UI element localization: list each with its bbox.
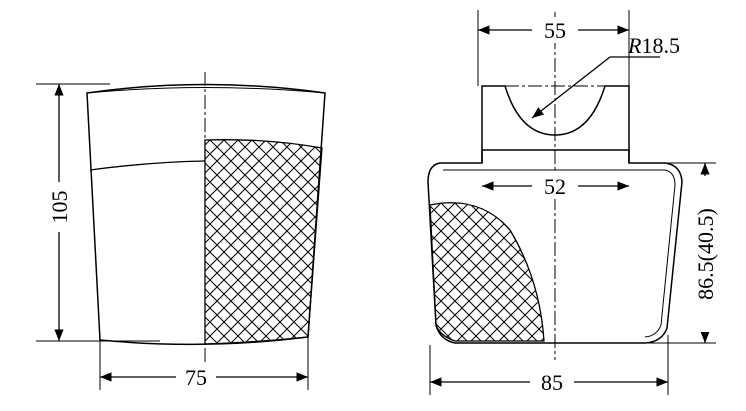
left-view-outline — [86, 83, 326, 346]
left-view: 105 75 — [36, 72, 326, 390]
radius-prefix: R — [627, 33, 642, 58]
inner-width-label-bg — [532, 173, 578, 199]
inner-width-label: 52 — [544, 174, 566, 199]
left-view-top-edge — [86, 87, 326, 94]
right-view-hatched-section — [429, 202, 545, 342]
top-width-label: 55 — [544, 18, 566, 43]
left-view-height-label: 105 — [47, 191, 72, 224]
width-label-bg — [176, 364, 216, 390]
radius-leader-line — [531, 56, 611, 119]
left-view-inner-edge — [89, 160, 206, 171]
radius-value: 18.5 — [641, 33, 680, 58]
height-label-bg — [45, 182, 73, 232]
left-view-width-label: 75 — [185, 365, 207, 390]
radius-label: R18.5 — [627, 33, 680, 58]
right-view-lower-inner — [443, 169, 676, 338]
side-height-label: 86.5(40.5) — [693, 208, 718, 300]
top-width-label-bg — [532, 17, 578, 43]
bottom-width-label: 85 — [541, 370, 563, 395]
left-view-hatched-section — [204, 139, 323, 345]
bottom-width-label-bg — [530, 369, 574, 395]
side-height-label-bg — [692, 176, 720, 332]
right-view: 55 R18.5 52 86.5(40.5) 85 — [427, 10, 720, 395]
